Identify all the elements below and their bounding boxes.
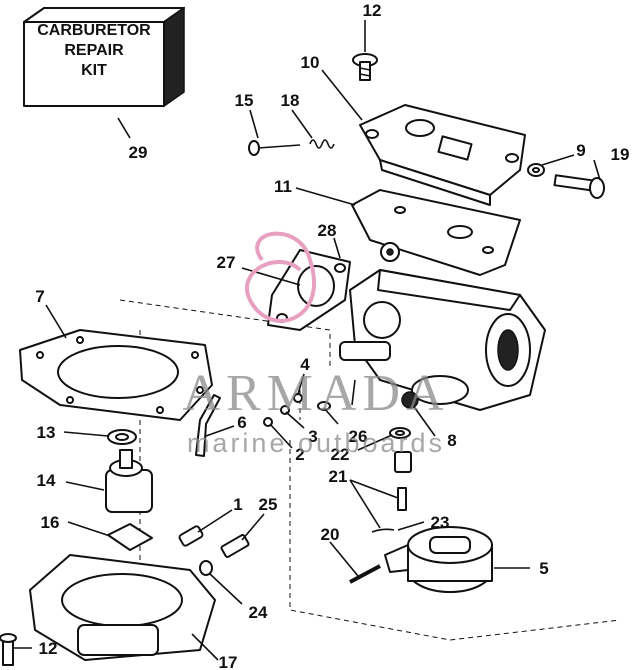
screw-12-bottom: [0, 633, 17, 666]
callout-16: 16: [41, 513, 60, 532]
screw-25: [220, 534, 250, 558]
flange-gasket-27: [267, 249, 351, 331]
nozzle-22: [389, 427, 411, 439]
callout-29: 29: [129, 143, 148, 162]
carburetor-body: [339, 269, 546, 411]
callout-23: 23: [431, 513, 450, 532]
callout-6: 6: [237, 413, 246, 432]
washer-9: [527, 163, 545, 177]
kit-label-line-2: REPAIR: [64, 42, 124, 59]
jet-26: [317, 401, 331, 411]
callout-19: 19: [611, 145, 630, 164]
callout-10: 10: [301, 53, 320, 72]
callout-12-top: 12: [363, 1, 382, 20]
float-bowl-17: [29, 554, 216, 661]
seat-21: [394, 451, 412, 511]
watermark-logo-swirl: [245, 231, 317, 323]
watermark-brand: ARMADA: [182, 365, 449, 422]
callout-13: 13: [37, 423, 56, 442]
pin-20: [349, 564, 381, 584]
callout-9: 9: [576, 141, 585, 160]
watermark: ARMADA marine outboards: [182, 231, 449, 458]
callout-26: 26: [349, 427, 368, 446]
tube-6: [195, 394, 221, 457]
callout-8: 8: [447, 431, 456, 450]
leader-lines: [14, 20, 601, 661]
callout-2: 2: [295, 445, 304, 464]
float-14: [105, 449, 153, 513]
callout-15: 15: [235, 91, 254, 110]
callout-3: 3: [308, 427, 317, 446]
callout-7: 7: [35, 287, 44, 306]
gasket-7: [19, 329, 213, 421]
watermark-tagline: marine outboards: [187, 428, 445, 458]
callout-22: 22: [331, 445, 350, 464]
callout-numbers: 12 10 15 18 29 9 19 11 28 27 7 4 6 13 3 …: [35, 1, 629, 670]
kit-label-line-1: CARBURETOR: [37, 22, 151, 39]
carburetor-cover-10: [359, 104, 526, 206]
plate-16: [107, 523, 153, 551]
screw-1: [178, 525, 204, 547]
plug-28: [380, 242, 400, 262]
callout-17: 17: [219, 653, 238, 670]
spring-18: [309, 139, 335, 149]
screw-12-top: [352, 53, 378, 81]
callout-18: 18: [281, 91, 300, 110]
callout-14: 14: [37, 471, 56, 490]
washer-24: [199, 560, 213, 576]
callout-1: 1: [233, 495, 242, 514]
callout-25: 25: [259, 495, 278, 514]
callout-11: 11: [274, 177, 292, 196]
screw-15: [248, 140, 301, 156]
float-5: [384, 526, 493, 593]
callout-27: 27: [217, 253, 236, 272]
washer-13: [107, 429, 137, 445]
screw-19: [553, 174, 605, 199]
callout-12-bottom: 12: [39, 639, 58, 658]
callout-5: 5: [539, 559, 548, 578]
callout-24: 24: [249, 603, 268, 622]
gasket-11: [351, 189, 521, 276]
kit-label-line-3: KIT: [81, 62, 107, 79]
callout-28: 28: [318, 221, 337, 240]
repair-kit-box: CARBURETOR REPAIR KIT: [23, 6, 185, 108]
callout-21: 21: [329, 467, 348, 486]
callout-20: 20: [321, 525, 340, 544]
clip-23: [371, 528, 395, 533]
callout-4: 4: [300, 355, 310, 374]
